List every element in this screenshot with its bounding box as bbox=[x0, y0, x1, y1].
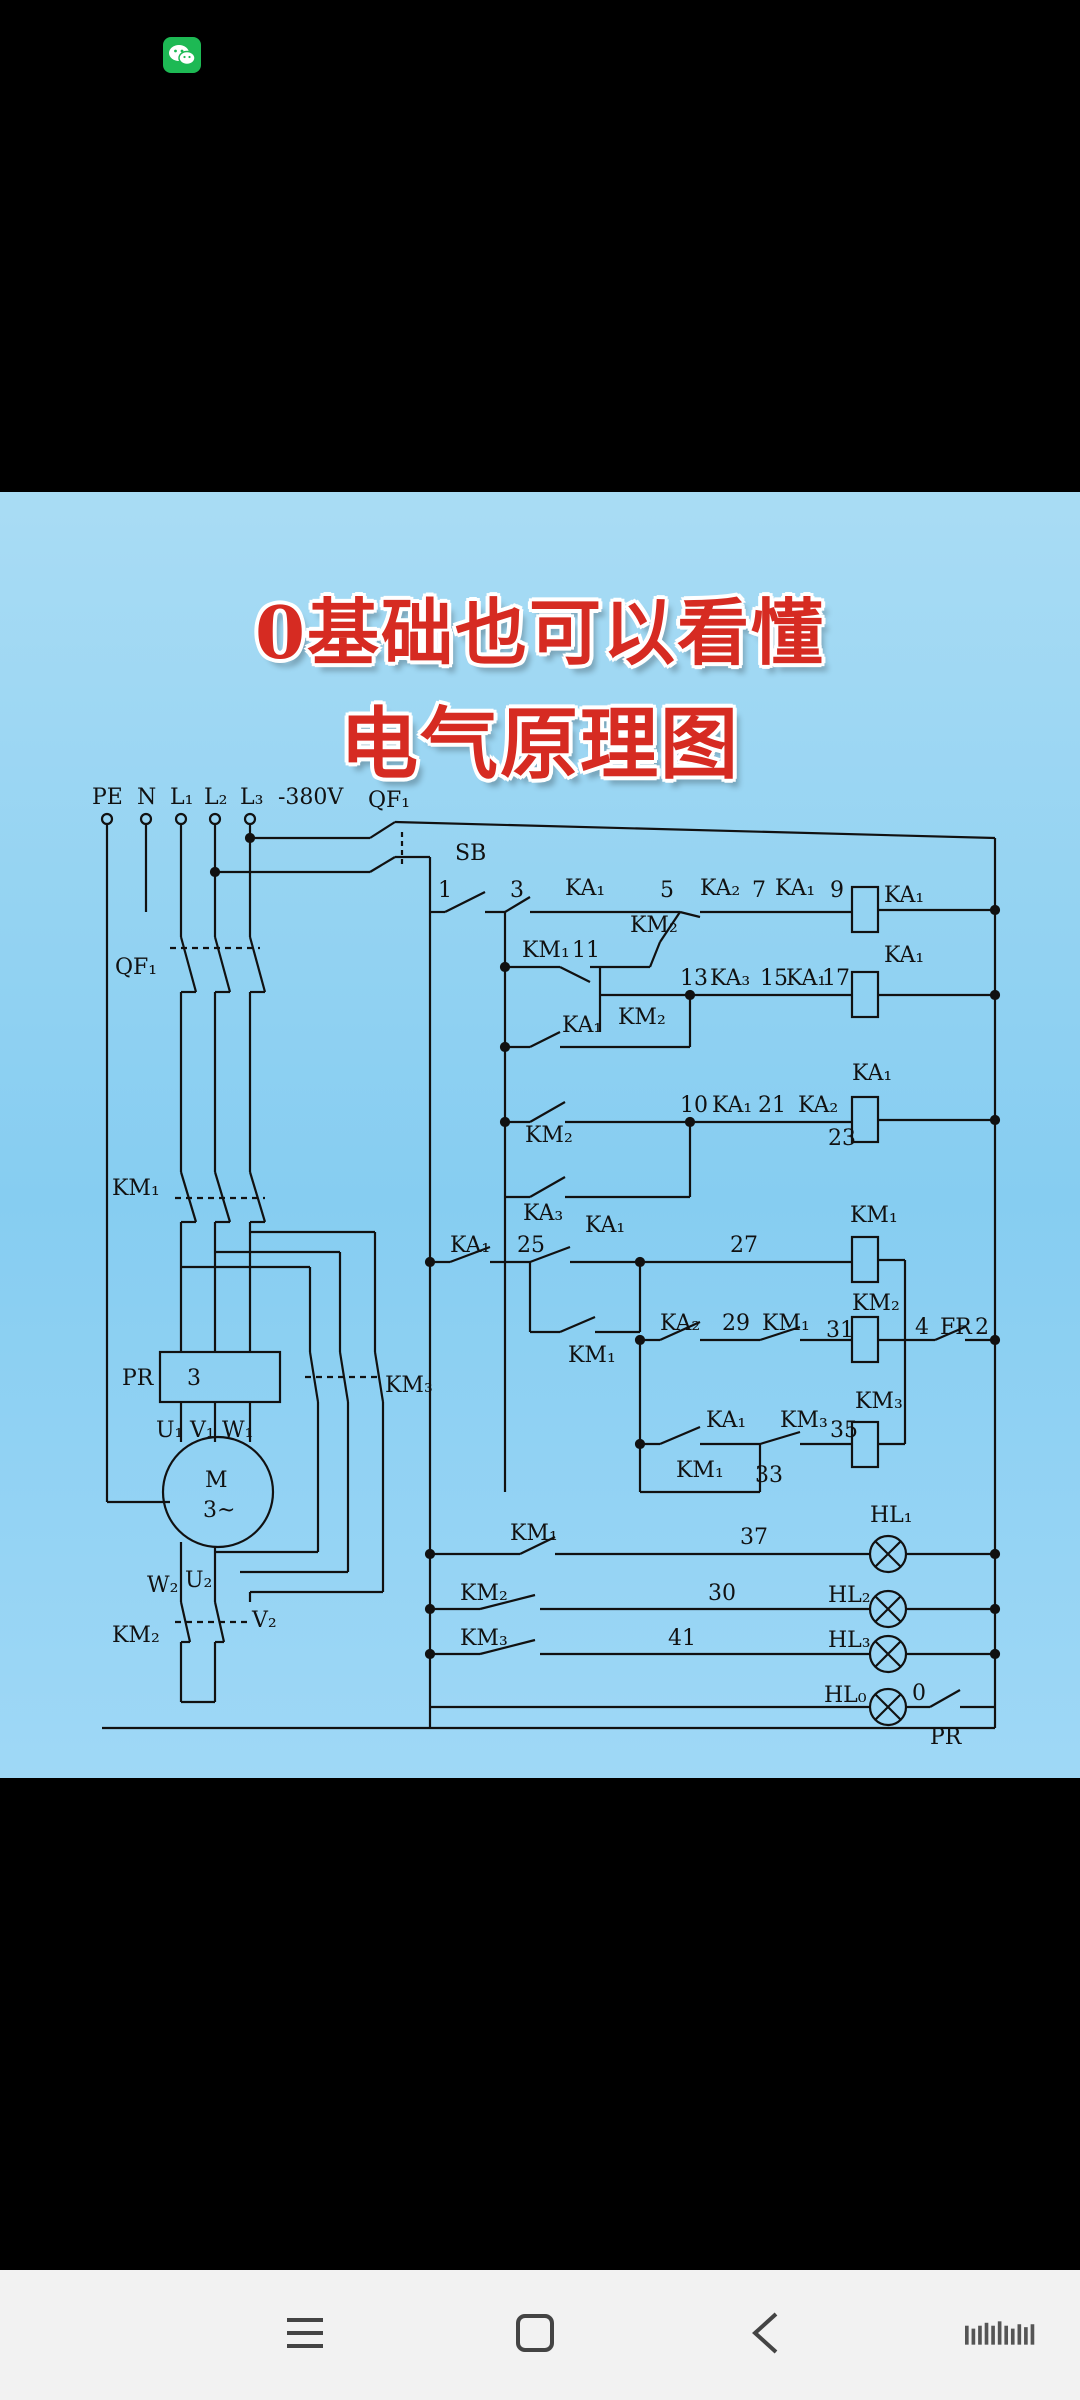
label-hl2: HL₂ bbox=[828, 1583, 871, 1608]
keyboard-icon bbox=[965, 2321, 1035, 2345]
label-ka1-d: KA₁ bbox=[562, 1013, 602, 1038]
label-km3-coil: KM₃ bbox=[855, 1389, 903, 1414]
label-ka1-coil-1: KA₁ bbox=[884, 883, 924, 908]
label-km2-d: KM₂ bbox=[618, 1005, 666, 1030]
label-v2: V₂ bbox=[251, 1608, 277, 1633]
title-line-1: 0基础也可以看懂 bbox=[254, 590, 826, 675]
node-21: 21 bbox=[758, 1093, 786, 1118]
node-27: 27 bbox=[730, 1233, 758, 1258]
label-km1-g: KM₁ bbox=[762, 1311, 810, 1336]
label-km2-coil: KM₂ bbox=[852, 1291, 900, 1316]
label-n: N bbox=[137, 785, 156, 810]
label-sb: SB bbox=[455, 841, 486, 866]
label-v1: V₁ bbox=[189, 1418, 215, 1443]
label-km1-c: KM₁ bbox=[522, 938, 570, 963]
home-square-icon bbox=[516, 2314, 554, 2352]
electrical-schematic: PE N L₁ L₂ L₃ -380V QF₁ QF₁ SB KM₁ PR 3 … bbox=[92, 785, 1001, 1750]
node-4: 4 bbox=[915, 1315, 929, 1340]
node-35: 35 bbox=[830, 1418, 858, 1443]
wechat-icon bbox=[163, 37, 201, 73]
node-5: 5 bbox=[660, 878, 674, 903]
label-voltage: -380V bbox=[278, 785, 344, 810]
node-30: 30 bbox=[708, 1581, 736, 1606]
label-ka1-b: KA₁ bbox=[775, 876, 815, 901]
label-pe: PE bbox=[92, 785, 123, 810]
label-ka1-a: KA₁ bbox=[565, 876, 605, 901]
node-7: 7 bbox=[752, 878, 766, 903]
label-hl3: HL₃ bbox=[828, 1628, 871, 1653]
label-l2: L₂ bbox=[204, 785, 227, 810]
home-button[interactable] bbox=[500, 2298, 570, 2368]
label-u1: U₁ bbox=[156, 1418, 183, 1443]
node-10: 10 bbox=[680, 1093, 708, 1118]
label-km1-coil: KM₁ bbox=[850, 1203, 898, 1228]
node-29: 29 bbox=[722, 1311, 750, 1336]
label-km3-i: KM₃ bbox=[460, 1626, 508, 1651]
menu-button[interactable] bbox=[270, 2298, 340, 2368]
label-qf2: QF₁ bbox=[368, 788, 410, 813]
label-u2: U₂ bbox=[185, 1568, 212, 1593]
node-17: 17 bbox=[822, 966, 850, 991]
node-3: 3 bbox=[510, 878, 524, 903]
node-1: 1 bbox=[438, 878, 452, 903]
label-pr-bottom: PR bbox=[930, 1725, 963, 1750]
label-km1-i: KM₁ bbox=[510, 1521, 558, 1546]
label-w1: W₁ bbox=[222, 1418, 253, 1443]
label-hl1: HL₁ bbox=[870, 1503, 913, 1528]
label-fr: FR bbox=[940, 1315, 973, 1340]
label-km3-main: KM₃ bbox=[385, 1373, 433, 1398]
back-chevron-icon bbox=[752, 2312, 778, 2354]
node-37: 37 bbox=[740, 1525, 768, 1550]
node-11: 11 bbox=[572, 938, 600, 963]
label-ka2-b: KA₂ bbox=[798, 1093, 838, 1118]
label-km1-main: KM₁ bbox=[112, 1176, 160, 1201]
node-2: 2 bbox=[975, 1315, 989, 1340]
status-bar bbox=[0, 0, 1080, 110]
node-13: 13 bbox=[680, 966, 708, 991]
node-0: 0 bbox=[912, 1681, 926, 1706]
node-25: 25 bbox=[517, 1233, 545, 1258]
keyboard-button[interactable] bbox=[965, 2298, 1035, 2368]
node-9: 9 bbox=[830, 878, 844, 903]
node-41: 41 bbox=[668, 1626, 696, 1651]
node-31: 31 bbox=[826, 1318, 854, 1343]
label-ka2-c: KA₂ bbox=[660, 1311, 700, 1336]
label-l3: L₃ bbox=[240, 785, 263, 810]
label-motor-m: M bbox=[205, 1468, 228, 1493]
menu-icon bbox=[287, 2318, 323, 2348]
label-hl0: HL₀ bbox=[824, 1683, 867, 1708]
label-motor-3: 3~ bbox=[203, 1498, 235, 1523]
navigation-bar bbox=[0, 2270, 1080, 2400]
schematic-image[interactable]: 0基础也可以看懂 电气原理图 bbox=[0, 492, 1080, 1778]
label-ka1-coil-3: KA₁ bbox=[852, 1061, 892, 1086]
node-33: 33 bbox=[755, 1463, 783, 1488]
title-line-2: 电气原理图 bbox=[339, 699, 740, 790]
label-pr-num: 3 bbox=[187, 1366, 201, 1391]
label-qf1: QF₁ bbox=[115, 955, 157, 980]
label-l1: L₁ bbox=[170, 785, 193, 810]
node-23: 23 bbox=[828, 1126, 856, 1151]
label-km2-main: KM₂ bbox=[112, 1623, 160, 1648]
label-ka1-h: KA₁ bbox=[706, 1408, 746, 1433]
label-km2-e: KM₂ bbox=[525, 1123, 573, 1148]
label-km1-f: KM₁ bbox=[568, 1343, 616, 1368]
label-ka1-e: KA₁ bbox=[712, 1093, 752, 1118]
label-pr-box: PR bbox=[122, 1366, 155, 1391]
node-15: 15 bbox=[760, 966, 788, 991]
label-km2-i: KM₂ bbox=[460, 1581, 508, 1606]
label-ka1-c: KA₁ bbox=[786, 966, 826, 991]
label-w2: W₂ bbox=[147, 1573, 178, 1598]
label-ka2-a: KA₂ bbox=[700, 876, 740, 901]
label-ka1-f: KA₁ bbox=[450, 1233, 490, 1258]
label-km2-c: KM₂ bbox=[630, 913, 678, 938]
label-ka3-a: KA₃ bbox=[710, 966, 750, 991]
label-ka1-coil-2: KA₁ bbox=[884, 943, 924, 968]
label-ka1-g: KA₁ bbox=[585, 1213, 625, 1238]
label-km1-h: KM₁ bbox=[676, 1458, 724, 1483]
label-km3-a: KM₃ bbox=[780, 1408, 828, 1433]
label-ka3-b: KA₃ bbox=[523, 1201, 563, 1226]
back-button[interactable] bbox=[730, 2298, 800, 2368]
